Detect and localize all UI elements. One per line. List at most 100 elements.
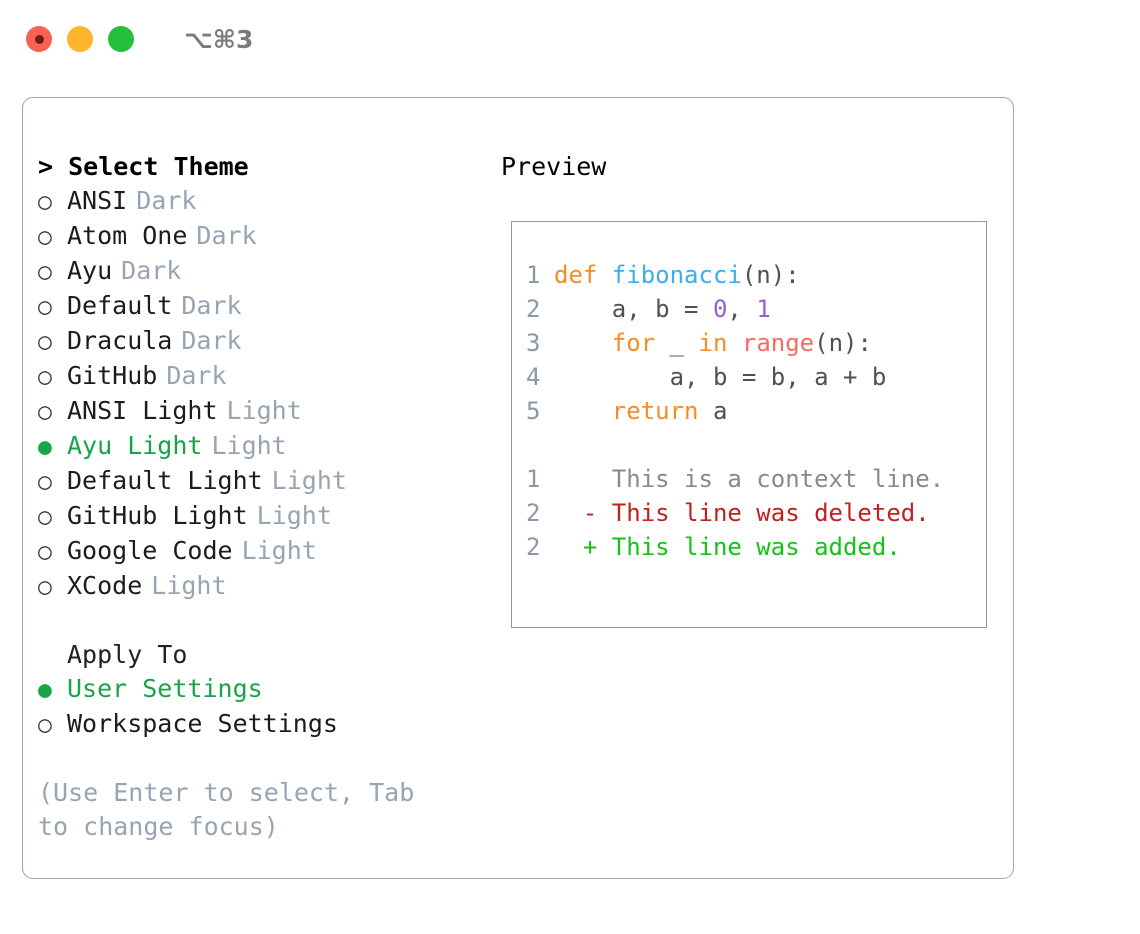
radio-unselected-icon[interactable]: ○ — [38, 469, 52, 495]
theme-item-8[interactable]: ○ Default Light Light — [38, 464, 468, 499]
code-token-bi: range — [741, 329, 815, 357]
code-token-plain — [554, 329, 612, 357]
radio-unselected-icon[interactable]: ○ — [38, 399, 52, 425]
option-label: Ayu — [67, 256, 113, 285]
minimize-button[interactable] — [67, 26, 93, 52]
option-label: Dracula — [67, 326, 173, 355]
code-token-plain: (n): — [741, 261, 800, 289]
option-label: Atom One — [67, 221, 188, 250]
maximize-button[interactable] — [108, 26, 134, 52]
diff-line: 1 This is a context line. — [512, 462, 986, 496]
code-line-text: for _ in range(n): — [554, 326, 872, 360]
apply-item-1[interactable]: ○ Workspace Settings — [38, 707, 468, 742]
option-label: User Settings — [67, 674, 263, 703]
theme-item-10[interactable]: ○ Google Code Light — [38, 534, 468, 569]
code-token-kw: in — [698, 329, 728, 357]
radio-unselected-icon[interactable]: ○ — [38, 712, 52, 738]
code-token-plain — [727, 329, 741, 357]
keyboard-hint-text: (Use Enter to select, Tab to change focu… — [38, 778, 430, 841]
option-label: Google Code — [67, 536, 233, 565]
option-tag: Dark — [166, 361, 227, 390]
radio-unselected-icon[interactable]: ○ — [38, 504, 52, 530]
theme-item-1[interactable]: ○ Atom One Dark — [38, 219, 468, 254]
option-tag: Light — [151, 571, 227, 600]
option-label: ANSI Light — [67, 396, 218, 425]
diff-line-number: 1 — [526, 465, 541, 493]
code-line-number: 3 — [526, 329, 541, 357]
code-token-num: 1 — [756, 295, 771, 323]
code-token-plain: _ — [655, 329, 699, 357]
diff-line: 2 - This line was deleted. — [512, 496, 986, 530]
option-tag: Dark — [121, 256, 182, 285]
radio-unselected-icon[interactable]: ○ — [38, 259, 52, 285]
code-line: 5 return a — [512, 394, 986, 428]
select-theme-header: > Select Theme — [38, 152, 249, 181]
list-spacer — [38, 604, 468, 638]
code-line: 4 a, b = b, a + b — [512, 360, 986, 394]
apply-to-header: Apply To — [67, 640, 188, 669]
option-tag: Light — [211, 431, 287, 460]
radio-unselected-icon[interactable]: ○ — [38, 329, 52, 355]
code-line-text: return a — [554, 394, 728, 428]
option-label: Ayu Light — [67, 431, 203, 460]
option-label: Workspace Settings — [67, 709, 338, 738]
diff-line-text: This is a context line. — [554, 465, 945, 493]
diff-line-number: 2 — [526, 499, 541, 527]
option-tag: Dark — [136, 186, 197, 215]
radio-unselected-icon[interactable]: ○ — [38, 364, 52, 390]
theme-item-7[interactable]: ● Ayu Light Light — [38, 429, 468, 464]
preview-spacer — [512, 428, 986, 462]
code-token-plain: a, b = — [554, 295, 713, 323]
code-token-kw: return — [611, 397, 699, 425]
option-tag: Light — [271, 466, 347, 495]
code-line: 3 for _ in range(n): — [512, 326, 986, 360]
radio-selected-icon[interactable]: ● — [38, 677, 52, 703]
code-token-plain: a, b = b, a + b — [554, 363, 887, 391]
radio-selected-icon[interactable]: ● — [38, 434, 52, 460]
radio-unselected-icon[interactable]: ○ — [38, 574, 52, 600]
code-token-fn: fibonacci — [611, 261, 742, 289]
code-line-number: 4 — [526, 363, 541, 391]
option-label: GitHub Light — [67, 501, 248, 530]
apply-to-list[interactable]: ● User Settings ○ Workspace Settings — [38, 672, 468, 742]
option-label: Default — [67, 291, 173, 320]
option-label: Default Light — [67, 466, 263, 495]
option-tag: Light — [241, 536, 317, 565]
code-token-plain — [554, 397, 612, 425]
code-line-text: def fibonacci(n): — [554, 258, 800, 292]
radio-unselected-icon[interactable]: ○ — [38, 294, 52, 320]
window-controls — [26, 26, 134, 52]
option-tag: Dark — [181, 326, 242, 355]
diff-sample: 1 This is a context line.2 - This line w… — [512, 462, 986, 564]
code-token-num: 0 — [712, 295, 728, 323]
code-line-text: a, b = b, a + b — [554, 360, 887, 394]
diff-line-number: 2 — [526, 533, 541, 561]
code-line-number: 1 — [526, 261, 541, 289]
close-button[interactable] — [26, 26, 52, 52]
theme-item-6[interactable]: ○ ANSI Light Light — [38, 394, 468, 429]
radio-unselected-icon[interactable]: ○ — [38, 189, 52, 215]
option-tag: Light — [226, 396, 302, 425]
theme-item-5[interactable]: ○ GitHub Dark — [38, 359, 468, 394]
radio-unselected-icon[interactable]: ○ — [38, 224, 52, 250]
code-token-kw: for — [611, 329, 656, 357]
code-token-plain: , — [727, 295, 757, 323]
option-label: GitHub — [67, 361, 158, 390]
radio-unselected-icon[interactable]: ○ — [38, 539, 52, 565]
code-token-plain: (n): — [814, 329, 872, 357]
theme-item-2[interactable]: ○ Ayu Dark — [38, 254, 468, 289]
option-tag: Dark — [196, 221, 257, 250]
diff-line-text: + This line was added. — [554, 533, 901, 561]
code-line-number: 2 — [526, 295, 541, 323]
code-line-text: a, b = 0, 1 — [554, 292, 771, 326]
apply-item-0[interactable]: ● User Settings — [38, 672, 468, 707]
diff-line: 2 + This line was added. — [512, 530, 986, 564]
theme-item-4[interactable]: ○ Dracula Dark — [38, 324, 468, 359]
